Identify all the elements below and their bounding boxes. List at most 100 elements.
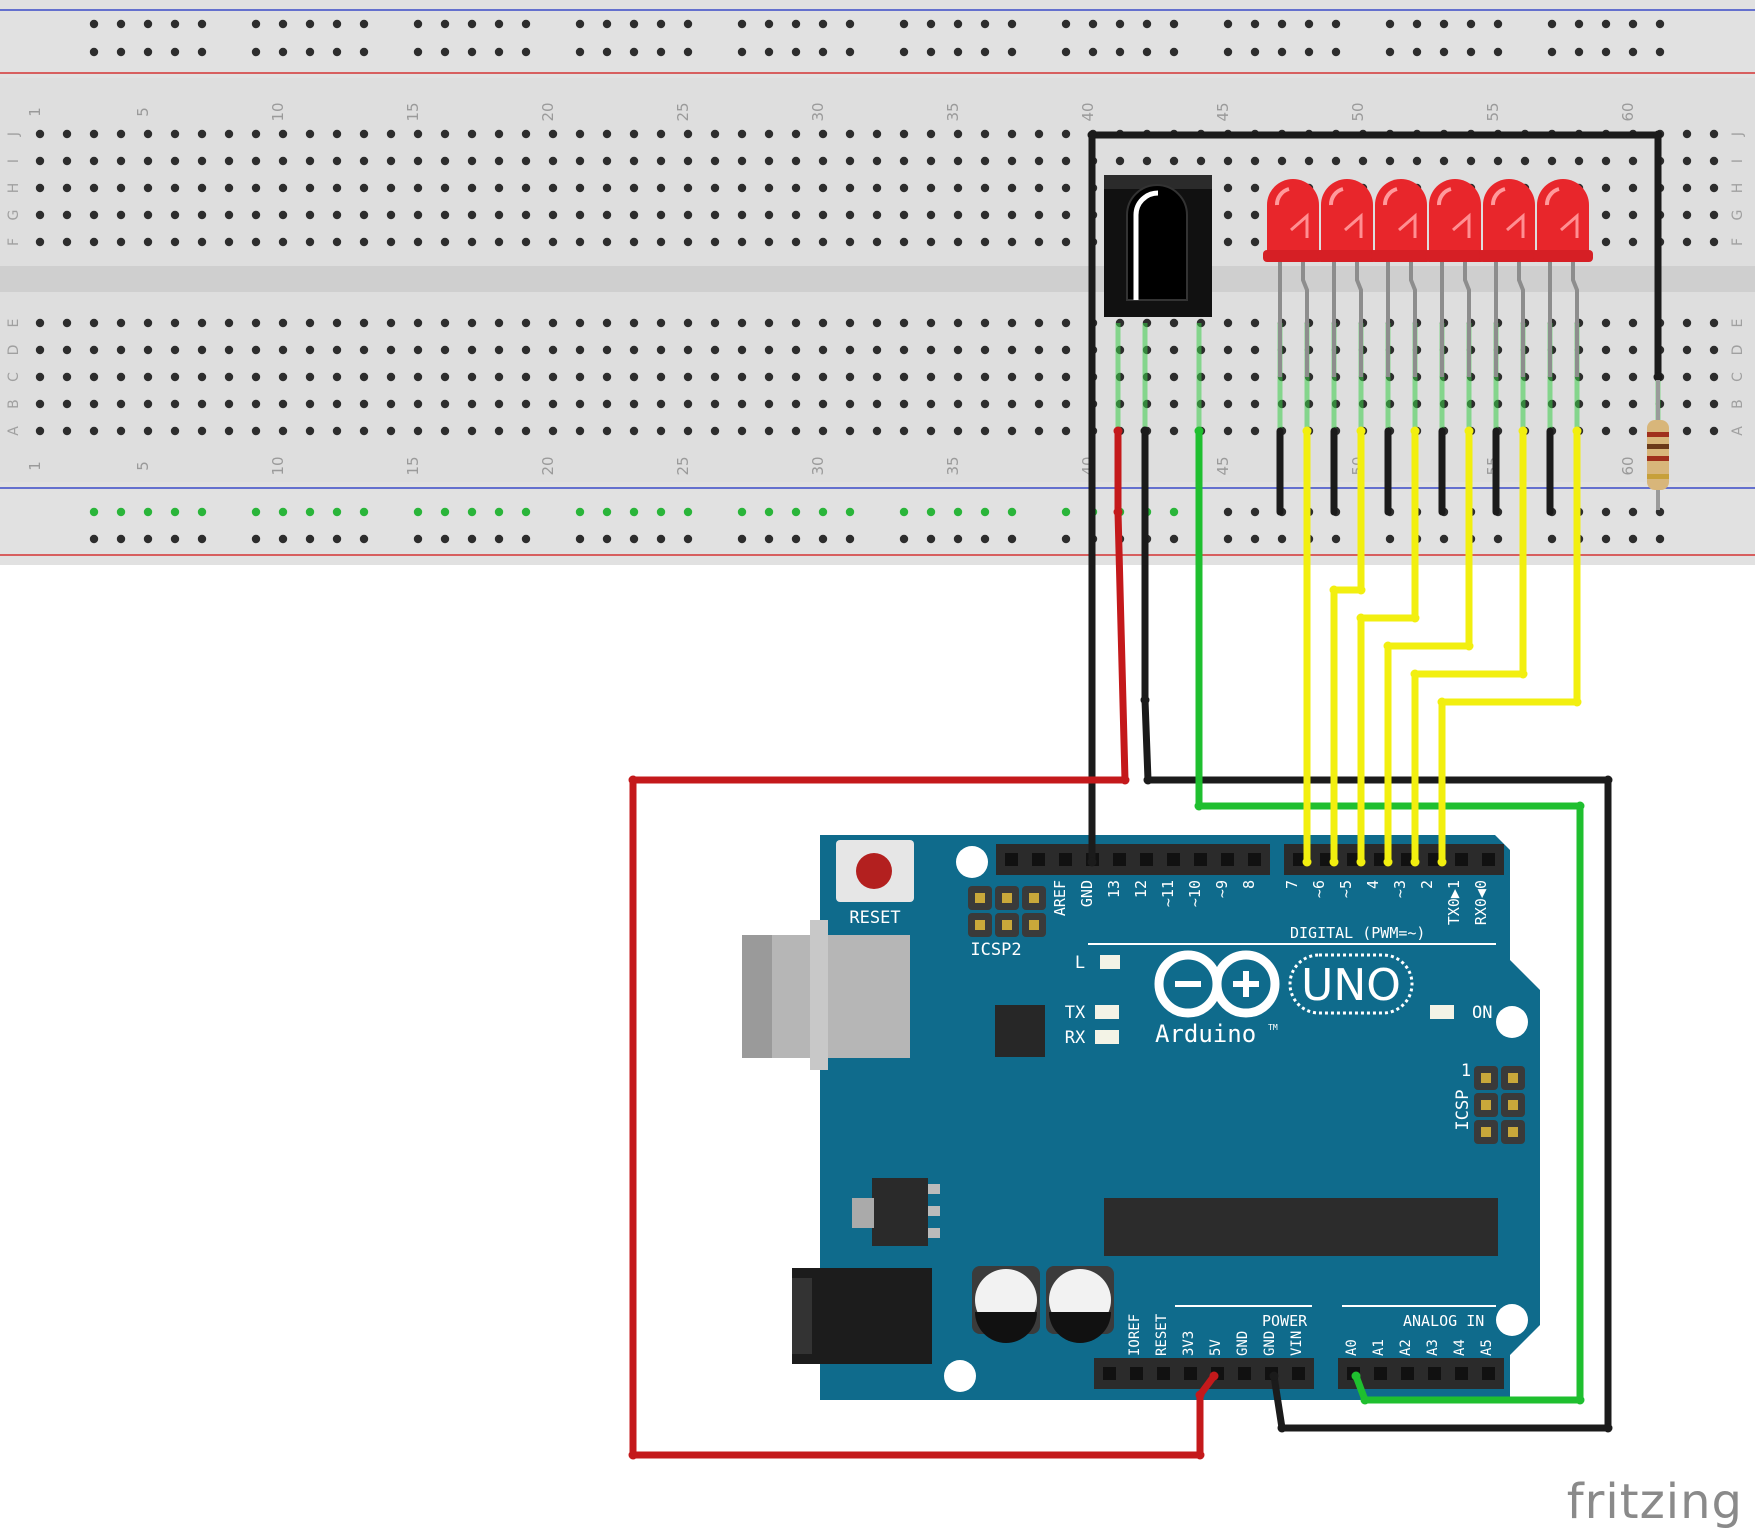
breadboard-hole bbox=[1628, 426, 1638, 436]
row-letter: J bbox=[1730, 132, 1746, 137]
breadboard: 1155101015152020252530303535404045455050… bbox=[0, 0, 1755, 565]
breadboard-hole bbox=[413, 210, 423, 220]
breadboard-hole bbox=[710, 210, 720, 220]
column-number: 35 bbox=[944, 456, 962, 475]
digital-pin-label: ~3 bbox=[1391, 880, 1409, 898]
rail-hole bbox=[251, 47, 261, 57]
analog-header-pin bbox=[1374, 1367, 1387, 1380]
breadboard-hole bbox=[980, 318, 990, 328]
breadboard-hole bbox=[1223, 399, 1233, 409]
breadboard-hole bbox=[1196, 156, 1206, 166]
breadboard-hole bbox=[440, 210, 450, 220]
yellow-wire-led bbox=[1357, 427, 1419, 866]
rail-hole bbox=[1655, 19, 1665, 29]
rail-hole bbox=[1439, 534, 1449, 544]
breadboard-hole bbox=[1061, 399, 1071, 409]
breadboard-hole bbox=[602, 426, 612, 436]
digital-pin-label: 12 bbox=[1132, 880, 1150, 898]
breadboard-hole bbox=[224, 156, 234, 166]
breadboard-hole bbox=[656, 399, 666, 409]
column-number: 15 bbox=[404, 102, 422, 121]
breadboard-hole bbox=[1223, 426, 1233, 436]
column-number: 1 bbox=[26, 461, 44, 471]
rail-hole bbox=[440, 19, 450, 29]
breadboard-hole bbox=[710, 426, 720, 436]
rail-hole bbox=[899, 19, 909, 29]
rail-hole bbox=[899, 534, 909, 544]
breadboard-hole bbox=[845, 183, 855, 193]
rail-hole bbox=[656, 19, 666, 29]
breadboard-hole bbox=[926, 399, 936, 409]
breadboard-hole bbox=[953, 129, 963, 139]
breadboard-hole bbox=[818, 318, 828, 328]
rail-hole bbox=[1223, 47, 1233, 57]
breadboard-hole bbox=[1007, 210, 1017, 220]
breadboard-hole bbox=[89, 372, 99, 382]
icsp2-label: ICSP2 bbox=[970, 940, 1021, 960]
breadboard-hole bbox=[710, 156, 720, 166]
breadboard-hole bbox=[1709, 210, 1719, 220]
icsp2-pin bbox=[1002, 920, 1012, 930]
breadboard-hole bbox=[899, 183, 909, 193]
rail-hole bbox=[521, 47, 531, 57]
digital-pin-label: 13 bbox=[1105, 880, 1123, 898]
breadboard-hole bbox=[1682, 372, 1692, 382]
rail-hole bbox=[305, 19, 315, 29]
breadboard-hole bbox=[521, 399, 531, 409]
breadboard-hole bbox=[35, 318, 45, 328]
breadboard-hole bbox=[116, 399, 126, 409]
breadboard-hole bbox=[197, 345, 207, 355]
led-leg bbox=[1301, 255, 1309, 377]
breadboard-hole bbox=[1682, 237, 1692, 247]
breadboard-hole bbox=[467, 345, 477, 355]
breadboard-hole bbox=[764, 399, 774, 409]
breadboard-hole bbox=[35, 399, 45, 409]
breadboard-hole bbox=[1574, 156, 1584, 166]
rail-hole bbox=[1007, 47, 1017, 57]
icsp2-pin bbox=[975, 893, 985, 903]
digital-header bbox=[996, 844, 1504, 875]
breadboard-hole bbox=[467, 237, 477, 247]
breadboard-hole bbox=[1709, 426, 1719, 436]
breadboard-hole bbox=[845, 345, 855, 355]
breadboard-hole bbox=[413, 345, 423, 355]
breadboard-hole bbox=[386, 210, 396, 220]
rail-hole bbox=[953, 47, 963, 57]
digital-header-left-pin bbox=[1032, 853, 1045, 866]
breadboard-hole bbox=[1007, 426, 1017, 436]
breadboard-hole bbox=[1034, 183, 1044, 193]
breadboard-hole bbox=[305, 318, 315, 328]
breadboard-hole bbox=[143, 156, 153, 166]
digital-header-right-pin bbox=[1482, 853, 1495, 866]
breadboard-hole bbox=[62, 129, 72, 139]
rail-hole bbox=[683, 534, 693, 544]
rail-hole bbox=[197, 19, 207, 29]
breadboard-hole bbox=[440, 399, 450, 409]
breadboard-hole bbox=[1223, 156, 1233, 166]
column-number: 60 bbox=[1619, 456, 1637, 475]
breadboard-hole bbox=[332, 210, 342, 220]
breadboard-hole bbox=[197, 237, 207, 247]
breadboard-hole bbox=[332, 399, 342, 409]
breadboard-hole bbox=[116, 372, 126, 382]
breadboard-hole bbox=[305, 210, 315, 220]
green-wire-signal-bend bbox=[1351, 1371, 1361, 1381]
breadboard-hole bbox=[332, 129, 342, 139]
breadboard-hole bbox=[170, 183, 180, 193]
breadboard-hole bbox=[413, 399, 423, 409]
breadboard-hole bbox=[1034, 426, 1044, 436]
digital-pin-label: ~10 bbox=[1186, 880, 1204, 907]
breadboard-hole bbox=[656, 129, 666, 139]
yellow-wire-led-bend bbox=[1518, 669, 1528, 679]
breadboard-hole bbox=[170, 237, 180, 247]
breadboard-hole bbox=[251, 210, 261, 220]
breadboard-hole bbox=[89, 318, 99, 328]
yellow-wire-led-bend bbox=[1329, 857, 1339, 867]
breadboard-hole bbox=[710, 399, 720, 409]
breadboard-hole bbox=[656, 426, 666, 436]
led-leg bbox=[1517, 255, 1525, 377]
breadboard-hole bbox=[818, 399, 828, 409]
breadboard-hole bbox=[575, 237, 585, 247]
